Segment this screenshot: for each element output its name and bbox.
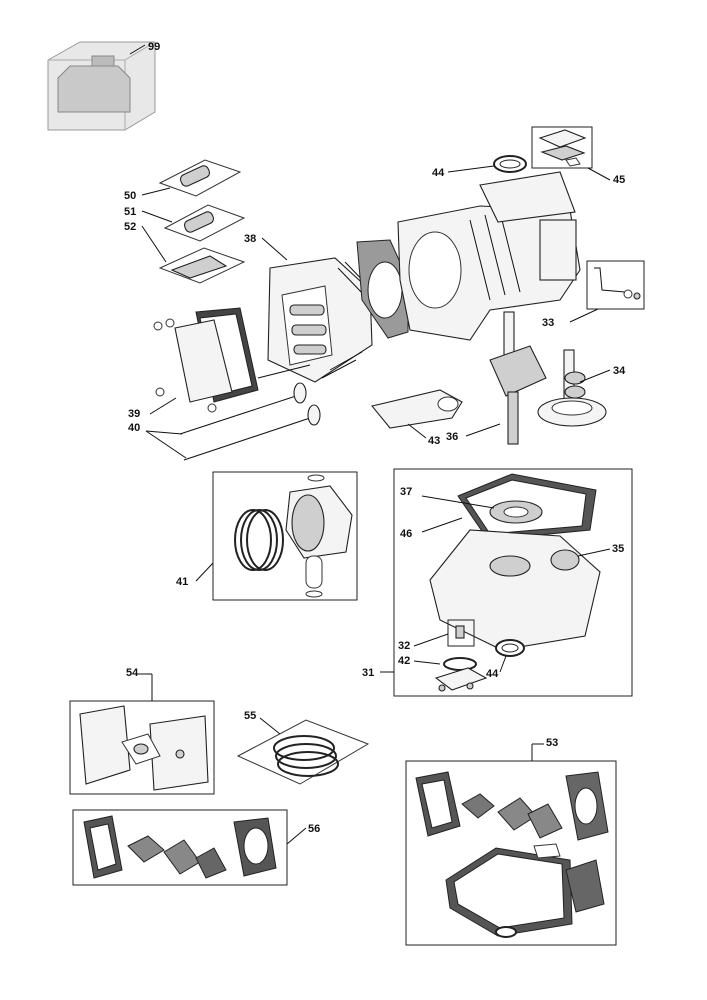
crankcase-cover-31[interactable] xyxy=(429,473,601,651)
callout-52: 52 xyxy=(124,221,136,233)
callout-32: 32 xyxy=(398,640,410,652)
sump-plate-42[interactable] xyxy=(434,657,488,692)
callout-44-bottom: 44 xyxy=(486,668,499,680)
crankshaft-36[interactable] xyxy=(489,311,547,445)
crankcase-cover-box-31[interactable] xyxy=(393,468,633,697)
cylinder-block[interactable] xyxy=(397,171,581,341)
callout-43: 43 xyxy=(428,435,440,447)
callout-56: 56 xyxy=(308,823,320,835)
callout-54: 54 xyxy=(126,667,139,679)
valve-kit-bags[interactable] xyxy=(158,159,246,284)
callout-99: 99 xyxy=(148,41,160,53)
gasket-set-box-53[interactable] xyxy=(405,760,617,946)
callout-38: 38 xyxy=(244,233,256,245)
callout-37: 37 xyxy=(400,486,412,498)
callout-51: 51 xyxy=(124,206,136,218)
heat-shield-kit-box-54[interactable] xyxy=(69,700,215,795)
camshaft-34[interactable] xyxy=(537,349,607,427)
callout-39: 39 xyxy=(128,408,140,420)
gasket-set-56[interactable] xyxy=(83,815,277,879)
gasket-set-53[interactable] xyxy=(415,771,609,938)
callout-34: 34 xyxy=(613,365,626,377)
callout-46: 46 xyxy=(400,528,412,540)
governor-lever-box-33[interactable] xyxy=(586,260,645,310)
callout-44-top: 44 xyxy=(432,167,445,179)
callout-55: 55 xyxy=(244,710,256,722)
callout-40: 40 xyxy=(128,422,140,434)
governor-box-32[interactable] xyxy=(447,619,475,647)
valve-cover-39[interactable] xyxy=(153,307,259,413)
callout-41: 41 xyxy=(176,576,188,588)
callout-36: 36 xyxy=(446,431,458,443)
breather-kit-box-45[interactable] xyxy=(531,126,593,169)
oil-seal-44-top[interactable] xyxy=(493,155,527,173)
piston-41[interactable] xyxy=(234,474,353,598)
valves-40[interactable] xyxy=(179,364,321,461)
callout-33: 33 xyxy=(542,317,554,329)
callout-53: 53 xyxy=(546,737,558,749)
piston-kit-box-41[interactable] xyxy=(212,471,358,601)
oil-seal-44-bottom[interactable] xyxy=(495,639,525,657)
callout-31: 31 xyxy=(362,667,374,679)
callout-42: 42 xyxy=(398,655,410,667)
cylinder-head-38[interactable] xyxy=(267,257,373,383)
piston-rings-55[interactable] xyxy=(236,719,370,785)
callout-50: 50 xyxy=(124,190,136,202)
engine-assembly-99[interactable] xyxy=(47,41,156,131)
callout-45: 45 xyxy=(613,174,625,186)
connecting-rod-43[interactable] xyxy=(371,389,463,429)
gasket-set-box-56[interactable] xyxy=(72,809,288,886)
callout-35: 35 xyxy=(612,543,624,555)
